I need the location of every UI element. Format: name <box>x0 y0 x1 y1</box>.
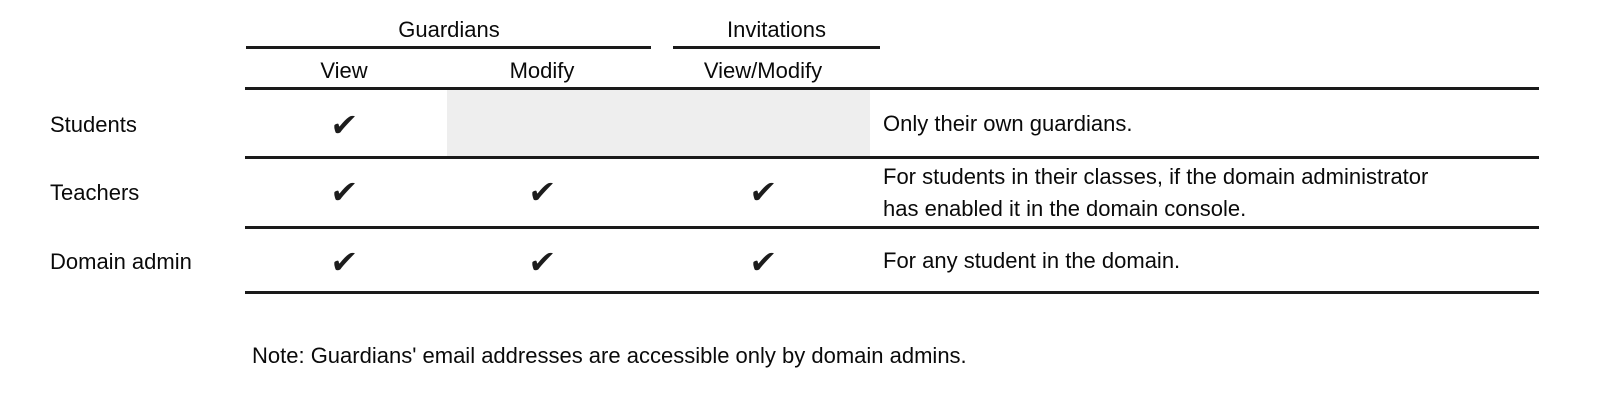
rule-teachers-bottom <box>245 226 1539 229</box>
column-header-view: View <box>320 58 368 83</box>
check-icon: ✔ <box>526 174 558 210</box>
footnote: Note: Guardians' email addresses are acc… <box>252 343 967 368</box>
domain-admin-note: For any student in the domain. <box>883 248 1181 273</box>
rule-students-bottom <box>245 156 1539 159</box>
students-disabled-cells <box>447 90 870 156</box>
row-label-students: Students <box>50 112 137 137</box>
column-header-modify: Modify <box>509 58 575 83</box>
rule-domainadmin-bottom <box>245 291 1539 294</box>
check-icon: ✔ <box>328 107 360 143</box>
check-icon: ✔ <box>526 244 558 280</box>
column-group-invitations: Invitations <box>726 17 827 42</box>
row-label-domain-admin: Domain admin <box>50 249 192 274</box>
check-icon: ✔ <box>328 174 360 210</box>
column-header-view-modify: View/Modify <box>703 58 823 83</box>
check-icon: ✔ <box>328 244 360 280</box>
check-icon: ✔ <box>747 174 779 210</box>
teachers-note: For students in their classes, if the do… <box>883 161 1543 225</box>
column-group-guardians: Guardians <box>398 17 500 42</box>
invitations-underline <box>673 46 880 49</box>
teachers-note-line1: For students in their classes, if the do… <box>883 164 1429 189</box>
row-label-teachers: Teachers <box>50 180 140 205</box>
students-note: Only their own guardians. <box>883 111 1133 136</box>
guardians-underline <box>246 46 651 49</box>
teachers-note-line2: has enabled it in the domain console. <box>883 196 1247 221</box>
check-icon: ✔ <box>747 244 779 280</box>
rule-header-bottom <box>245 87 1539 90</box>
